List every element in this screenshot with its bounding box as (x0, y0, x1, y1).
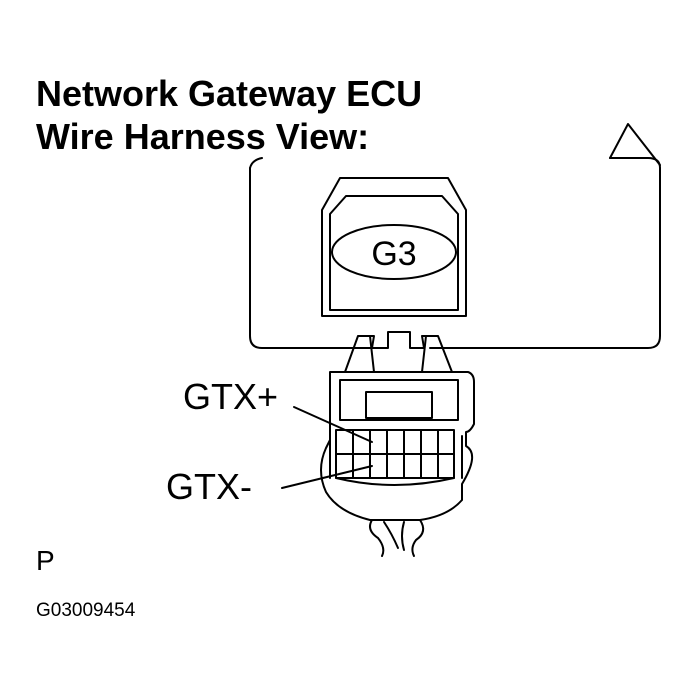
harness-connector-lock (344, 331, 453, 373)
pin-cavity-grid (335, 429, 455, 486)
pin-label-gtx-plus: GTX+ (183, 376, 279, 417)
connector-code: G3 (371, 235, 416, 273)
harness-connector-body (320, 371, 475, 557)
ecu-connector-socket: G3 (321, 177, 467, 317)
wire-bundle (369, 519, 425, 557)
figure-id: G03009454 (36, 600, 136, 621)
gtx-minus-leader-line (281, 465, 373, 489)
gtx-plus-leader-line (293, 406, 373, 443)
ecu-housing (249, 123, 661, 349)
page-marker: P (36, 545, 55, 576)
connector-code-oval (331, 224, 457, 280)
page-title-line-1: Network Gateway ECU (36, 73, 423, 114)
pin-label-gtx-minus: GTX- (166, 466, 252, 507)
page-title-line-2: Wire Harness View: (36, 116, 370, 157)
